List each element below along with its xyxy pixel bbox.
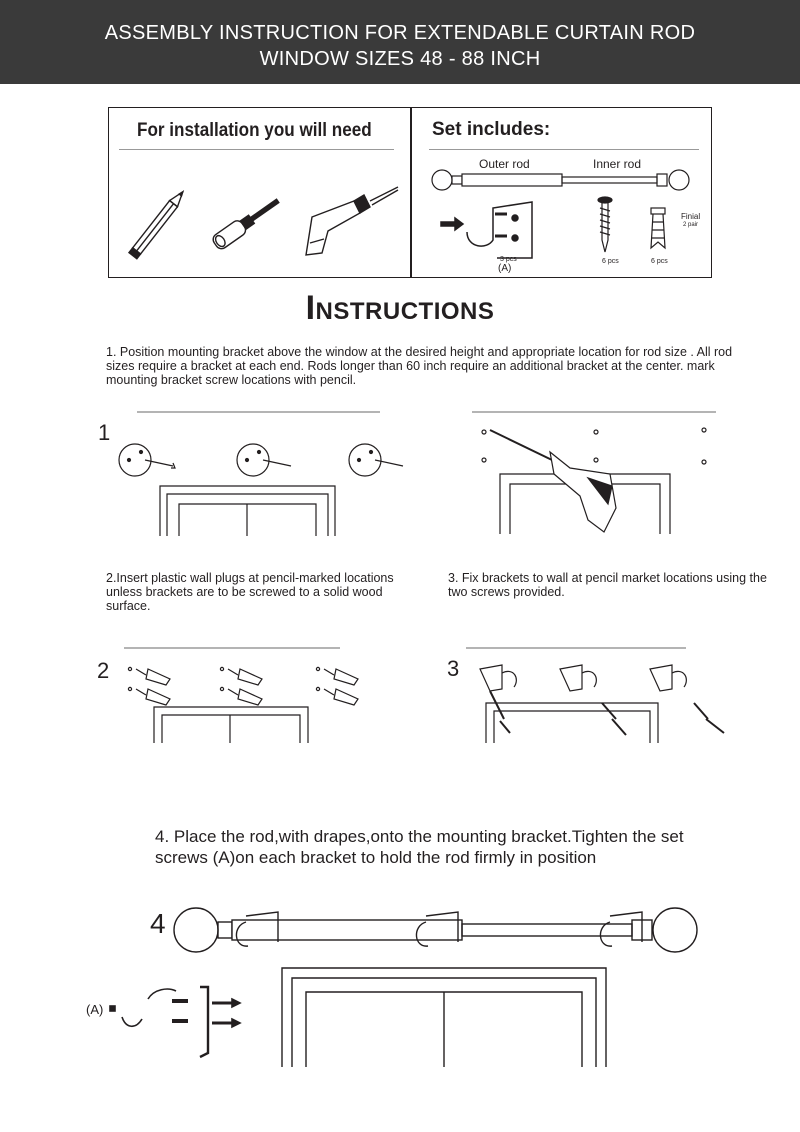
step1-mark-figure <box>118 411 404 536</box>
finial-qty: 2 pair <box>683 222 699 228</box>
header-title-line2: WINDOW SIZES 48 - 88 INCH <box>259 48 541 70</box>
bracket-qty: 3 pcs <box>500 256 517 263</box>
instructions-title: Instructions <box>305 289 495 327</box>
screw-icon <box>597 196 613 253</box>
step4-text: 4. Place the rod,with drapes,onto the mo… <box>155 827 684 867</box>
header-banner: ASSEMBLY INSTRUCTION FOR EXTENDABLE CURT… <box>0 0 800 84</box>
tools-needed-title: For installation you will need <box>137 120 372 141</box>
bracket-ref-label: (A) <box>498 263 512 274</box>
wall-plug-icon <box>650 207 666 250</box>
detail-a-set-screw-figure <box>109 985 242 1059</box>
bracket-center <box>559 664 627 736</box>
step3-brackets-figure <box>466 647 725 743</box>
rod-with-finials-icon <box>431 169 690 191</box>
detail-a-label: (A) <box>86 1002 104 1017</box>
bracket-left <box>479 664 517 734</box>
bracket-4-right <box>599 911 643 947</box>
step1-text: 1. Position mounting bracket above the w… <box>106 345 733 387</box>
pencil-icon <box>127 190 185 260</box>
step1-drill-figure <box>472 411 716 534</box>
set-includes-title: Set includes: <box>432 119 551 140</box>
finial-label: Finial <box>681 212 701 221</box>
plug-pair-center <box>219 666 263 706</box>
header-title-line1: ASSEMBLY INSTRUCTION FOR EXTENDABLE CURT… <box>104 22 696 44</box>
plug-pair-right <box>315 666 359 706</box>
plug-pair-left <box>127 666 171 706</box>
bracket-4-left <box>235 911 279 947</box>
step3-text: 3. Fix brackets to wall at pencil market… <box>448 571 767 599</box>
tools-title-rule <box>119 149 394 150</box>
step4-number: 4 <box>150 908 166 939</box>
bracket-4-center <box>415 911 459 947</box>
inner-rod-label: Inner rod <box>593 157 642 171</box>
screws-qty: 6 pcs <box>602 258 619 265</box>
requirements-box: For installation you will need Set inclu… <box>108 107 712 278</box>
step2-text: 2.Insert plastic wall plugs at pencil-ma… <box>106 571 394 613</box>
step2-number: 2 <box>97 658 110 683</box>
box-divider <box>410 108 412 277</box>
step4-rod-figure <box>173 907 698 1067</box>
step2-plugs-figure <box>124 647 359 743</box>
screwdriver-icon <box>212 198 280 250</box>
bracket-right <box>649 664 725 734</box>
set-title-rule <box>429 149 699 150</box>
bracket-icon <box>440 201 533 259</box>
outer-rod-label: Outer rod <box>479 157 530 171</box>
step3-number: 3 <box>447 656 460 681</box>
plugs-qty: 6 pcs <box>651 258 668 265</box>
step1-number: 1 <box>98 420 111 445</box>
drill-icon <box>305 186 399 256</box>
